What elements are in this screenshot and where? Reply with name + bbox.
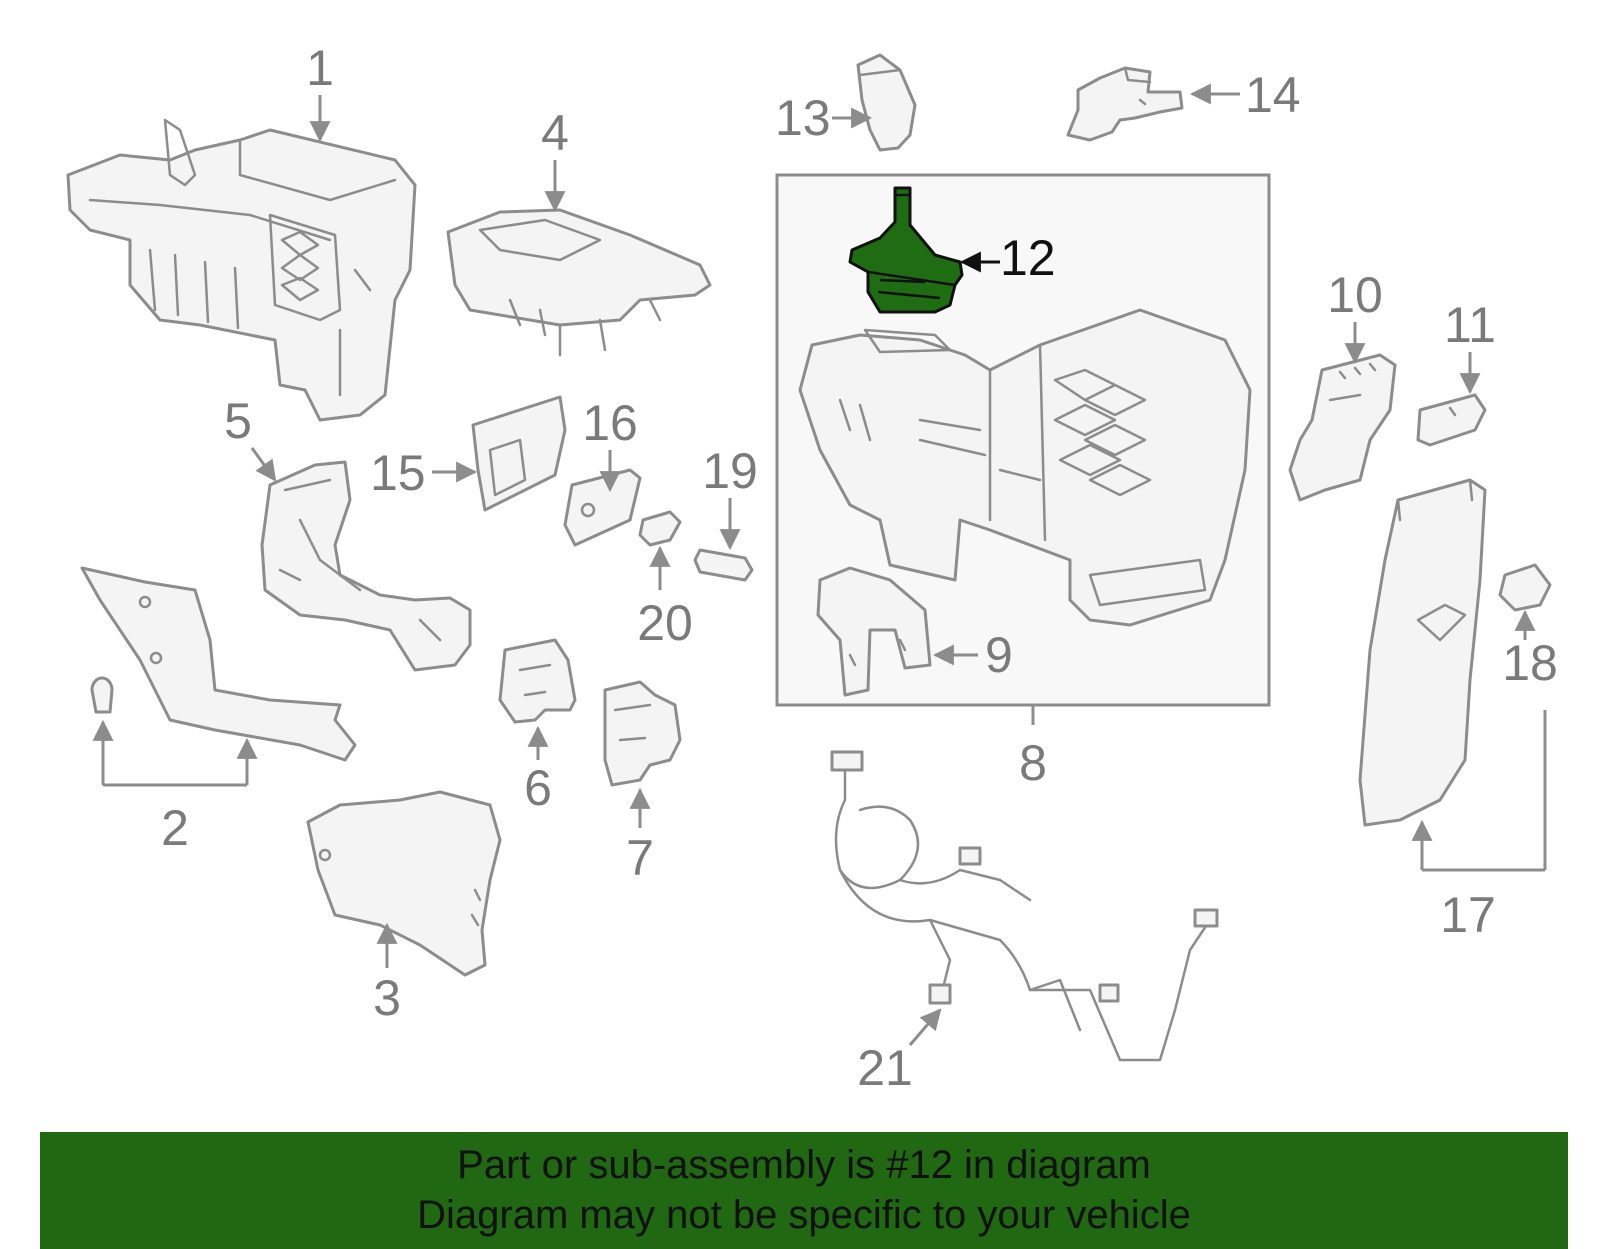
callout-5: 5: [224, 393, 252, 449]
callout-13: 13: [775, 90, 831, 146]
callout-9: 9: [985, 627, 1013, 683]
info-banner: Part or sub-assembly is #12 in diagram D…: [40, 1132, 1568, 1249]
part-8-console-base[interactable]: [798, 308, 1252, 627]
callout-6: 6: [524, 760, 552, 816]
callout-2: 2: [161, 800, 189, 856]
callout-21: 21: [857, 1040, 913, 1096]
part-6-bracket[interactable]: [498, 638, 577, 724]
part-7-bracket[interactable]: [603, 680, 682, 787]
part-21-wiring-harness[interactable]: [830, 750, 1219, 1062]
parts-diagram: 1 4 13 14 8 12: [66, 40, 1558, 1096]
callout-19: 19: [702, 443, 758, 499]
part-19-plug[interactable]: [693, 548, 754, 582]
banner-line-1: Part or sub-assembly is #12 in diagram: [457, 1143, 1151, 1187]
part-17-side-panel[interactable]: [1358, 478, 1487, 827]
callout-14: 14: [1245, 67, 1301, 123]
callout-3: 3: [373, 970, 401, 1026]
part-4-console-tray[interactable]: [446, 208, 712, 357]
part-13-shift-knob[interactable]: [856, 53, 917, 152]
part-3-side-cover[interactable]: [306, 790, 502, 977]
part-12-shifter-highlighted[interactable]: [848, 186, 964, 314]
part-5-console-frame[interactable]: [260, 460, 472, 672]
part-16-cover[interactable]: [563, 468, 642, 547]
callout-16: 16: [582, 395, 638, 451]
callout-7: 7: [626, 830, 654, 886]
part-15-trim-panel[interactable]: [471, 395, 567, 512]
part-10-bracket[interactable]: [1288, 353, 1397, 502]
part-1-console-assembly[interactable]: [66, 118, 417, 422]
part-20-clip[interactable]: [638, 510, 682, 547]
callout-11: 11: [1444, 297, 1496, 353]
callout-18: 18: [1502, 635, 1558, 691]
callout-15: 15: [370, 445, 426, 501]
part-14-bracket[interactable]: [1066, 66, 1184, 142]
callout-12: 12: [1000, 230, 1056, 286]
callout-17: 17: [1440, 887, 1496, 943]
part-2-lower-trim[interactable]: [80, 566, 357, 762]
callout-10: 10: [1327, 267, 1383, 323]
part-11-clip[interactable]: [1416, 393, 1487, 447]
callout-20: 20: [637, 595, 693, 651]
callout-8: 8: [1019, 735, 1047, 791]
part-18-clip[interactable]: [1498, 563, 1552, 612]
callout-1: 1: [306, 40, 334, 96]
banner-line-2: Diagram may not be specific to your vehi…: [417, 1193, 1191, 1237]
part-9-bracket[interactable]: [816, 566, 932, 697]
callout-4: 4: [541, 105, 569, 161]
